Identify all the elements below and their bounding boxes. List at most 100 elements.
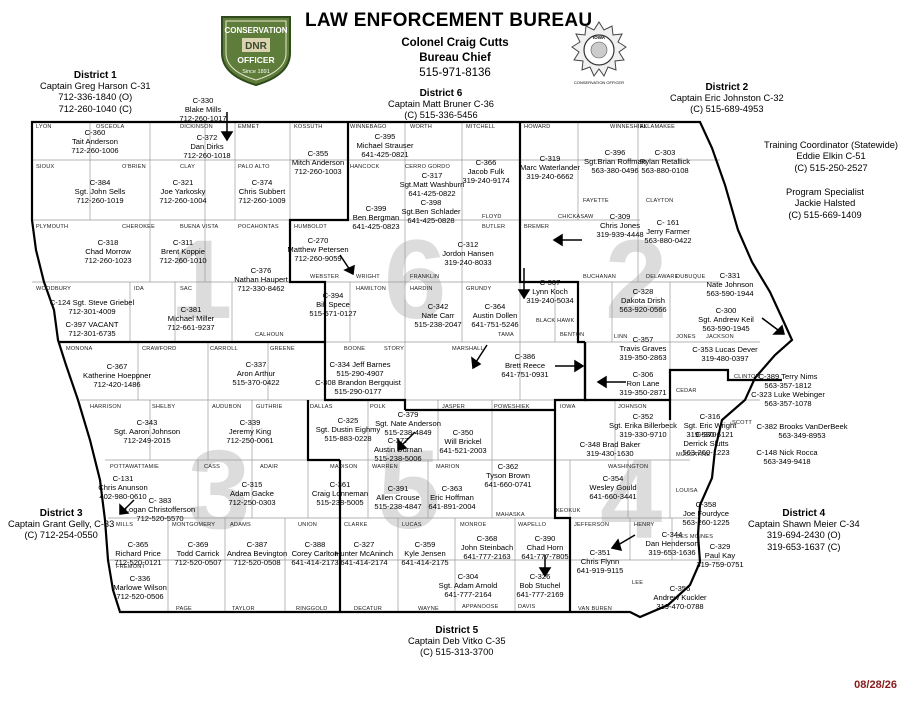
- district-number-2: 2: [605, 217, 667, 342]
- county-label: TAYLOR: [232, 606, 255, 612]
- district-2-block: District 2 Captain Eric Johnston C-32 (C…: [670, 82, 784, 116]
- specialist-title: Program Specialist: [786, 187, 865, 197]
- officer-id: C-369: [187, 540, 209, 549]
- officer-detail: 641-751-0931: [501, 370, 549, 380]
- county-label: ADAIR: [260, 464, 279, 470]
- officer-id: C-311: [172, 238, 194, 247]
- district-1-phone-cell: 712-260-1040 (C): [58, 103, 132, 114]
- county-label: WOODBURY: [36, 286, 72, 292]
- county-label: CEDAR: [676, 388, 697, 394]
- officer-detail: Sgt. Aaron Johnson: [113, 427, 181, 437]
- officer-detail: Nate Carr: [421, 311, 455, 321]
- county-label: SCOTT: [732, 420, 752, 426]
- officer-detail: 712-330-8462: [237, 284, 285, 294]
- officer-id: C-353 Lucas Dever: [692, 345, 758, 354]
- officer-id: C-359: [414, 540, 436, 549]
- county-label: IOWA: [560, 404, 576, 410]
- county-label: CLINTON: [734, 374, 760, 380]
- officer-detail: Katherine Hoeppner: [83, 371, 151, 381]
- county-label: HENRY: [634, 522, 655, 528]
- officer-detail: Sgt.Matt Washburn: [399, 180, 465, 190]
- chief-title: Bureau Chief: [419, 52, 491, 64]
- district-4-label: District 4: [782, 508, 826, 519]
- officer-detail: 712-301-6735: [68, 329, 116, 339]
- conservation-officer-badge-icon: CONSERVATION DNR OFFICER Since 1891: [221, 16, 291, 87]
- district-6-block: District 6 Captain Matt Bruner C-36 (C) …: [388, 88, 494, 122]
- officer-detail: 319-480-0397: [701, 354, 749, 364]
- officer-id: C-315: [241, 480, 263, 489]
- officer-id: C-334 Jeff Barnes: [329, 360, 391, 369]
- officer-id: C-384: [89, 178, 111, 187]
- district-3-label: District 3: [39, 508, 83, 519]
- officer-detail: 563-260-1223: [682, 448, 730, 458]
- badge-mid-text: DNR: [245, 41, 267, 52]
- officer-detail: Chris Jones: [599, 221, 641, 231]
- officer-detail: 641-425-0823: [352, 222, 400, 232]
- officer-detail: Andrew Kuckler: [653, 593, 707, 603]
- officer-detail: Austin Dollen: [472, 311, 518, 321]
- county-label: FREMONT: [116, 564, 146, 570]
- county-label: WARREN: [372, 464, 398, 470]
- officer-id: C-386: [514, 352, 536, 361]
- county-label: WINNESHIEK: [610, 124, 648, 130]
- county-label: WINNEBAGO: [350, 124, 387, 130]
- county-label: JOHNSON: [618, 404, 647, 410]
- officer-detail: 319-470-0788: [656, 602, 704, 612]
- officer-detail: 319-350-2863: [619, 353, 667, 363]
- seal-bottom-text: CONSERVATION OFFICER: [574, 80, 624, 85]
- officer-id: C-331: [719, 271, 741, 280]
- officer-detail: Ben Bergman: [352, 213, 400, 223]
- officer-detail: Sgt.Ben Schlader: [401, 207, 461, 217]
- officer-id: C-308 Brandon Bergquist: [315, 378, 401, 387]
- county-label: WAYNE: [418, 606, 439, 612]
- county-label: MONROE: [460, 522, 487, 528]
- officer-id: C-342: [427, 302, 449, 311]
- officer-detail: 515-238-4847: [374, 502, 422, 512]
- specialist-phone: (C) 515-669-1409: [788, 209, 862, 220]
- district-number-6: 6: [384, 217, 446, 342]
- county-label: HANCOCK: [350, 164, 380, 170]
- county-label: BENTON: [560, 332, 585, 338]
- officer-detail: 712-520-0506: [116, 592, 164, 602]
- district-6-phone: (C) 515-336-5456: [404, 110, 478, 121]
- officer-id: C-327: [353, 540, 375, 549]
- officer-detail: 319-240-5034: [526, 296, 574, 306]
- officer-id: C-323 Luke Webinger: [751, 390, 825, 399]
- county-label: LYON: [36, 124, 52, 130]
- officer-detail: Lynn Koch: [532, 287, 568, 297]
- county-label: POLK: [370, 404, 386, 410]
- officer-detail: Sgt. Nate Anderson: [375, 419, 441, 429]
- officer-detail: 515-370-0422: [232, 378, 280, 388]
- iowa-officer-seal-icon: IOWA CONSERVATION OFFICER: [571, 21, 627, 85]
- officer-detail: Marlowe Wilson: [113, 583, 167, 593]
- officer-detail: 712-520-0508: [233, 558, 281, 568]
- officer-id: C-328: [632, 287, 654, 296]
- officer-detail: 641-660-3441: [589, 492, 637, 502]
- officer-detail: Bill Spece: [316, 300, 350, 310]
- officer-detail: Mitch Anderson: [291, 158, 345, 168]
